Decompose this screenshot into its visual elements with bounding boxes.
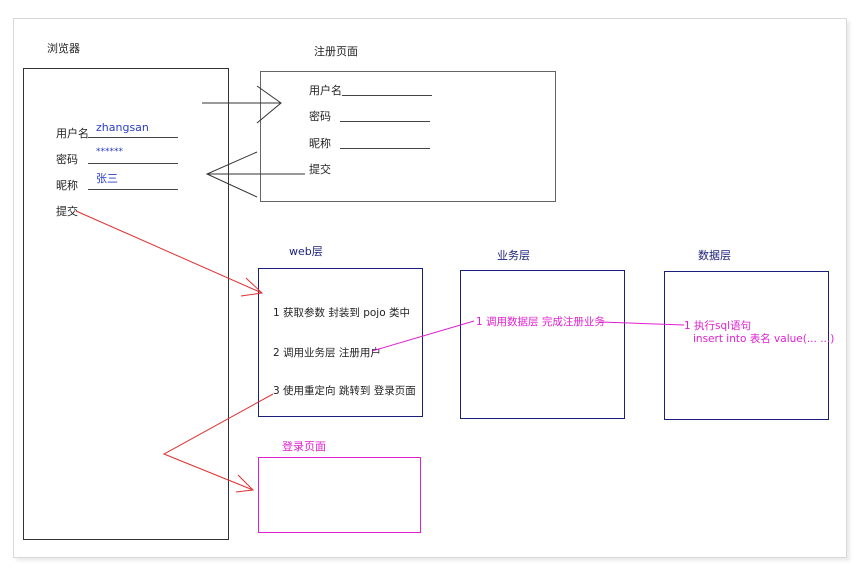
browser-nickname-underline: [88, 189, 178, 190]
register-nickname-underline: [340, 148, 430, 149]
data-step-line-1: 1 执行sql语句: [684, 320, 752, 332]
register-page-box: [260, 71, 556, 202]
browser-username-underline: [88, 137, 178, 138]
data-layer-box: [664, 271, 829, 420]
browser-nickname-value: 张三: [96, 172, 118, 185]
browser-username-label: 用户名: [56, 127, 89, 140]
web-layer-title: web层: [289, 245, 323, 258]
service-step-1: 1 调用数据层 完成注册业务: [476, 316, 605, 328]
web-step-1: 1 获取参数 封装到 pojo 类中: [273, 307, 410, 319]
register-username-label: 用户名: [309, 84, 342, 97]
browser-username-value: zhangsan: [96, 121, 149, 134]
browser-submit-label: 提交: [56, 205, 78, 218]
browser-password-underline: [88, 163, 178, 164]
service-layer-box: [460, 270, 625, 419]
browser-nickname-label: 昵称: [56, 179, 78, 192]
browser-box: [23, 68, 229, 540]
register-nickname-label: 昵称: [309, 137, 331, 150]
register-password-underline: [340, 121, 430, 122]
browser-title: 浏览器: [47, 42, 80, 55]
login-page-title: 登录页面: [282, 440, 326, 453]
browser-password-value: ******: [96, 147, 123, 157]
service-layer-title: 业务层: [497, 249, 530, 262]
web-step-3: 3 使用重定向 跳转到 登录页面: [273, 385, 416, 397]
register-username-underline: [342, 95, 432, 96]
data-layer-title: 数据层: [698, 249, 731, 262]
register-password-label: 密码: [309, 110, 331, 123]
data-step-line-2: insert into 表名 value(... ...): [693, 333, 835, 345]
browser-password-label: 密码: [56, 153, 78, 166]
register-page-title: 注册页面: [314, 45, 358, 58]
login-page-box: [258, 457, 421, 533]
register-submit-label: 提交: [309, 163, 331, 176]
web-step-2: 2 调用业务层 注册用户: [273, 347, 381, 359]
